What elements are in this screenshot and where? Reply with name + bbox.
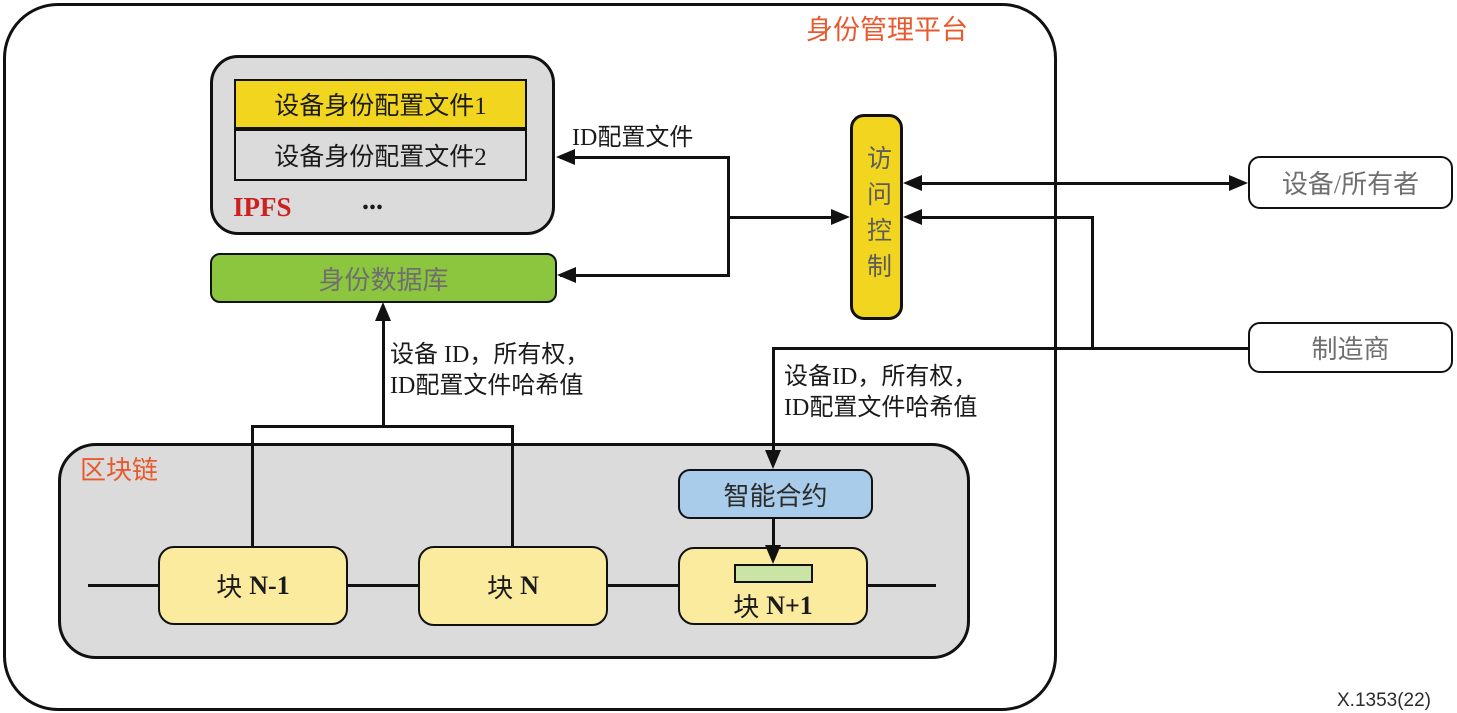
ipfs-ellipsis: ... [362, 185, 383, 216]
chain-line-segment [347, 584, 420, 587]
arrowhead-into-access-control [903, 209, 922, 225]
device-profile-2-box: 设备身份配置文件2 [234, 129, 527, 181]
edge-line [560, 274, 730, 277]
smart-contract-box: 智能合约 [678, 469, 873, 519]
edge-line [772, 347, 1248, 350]
device-profile-1-box: 设备身份配置文件1 [234, 79, 527, 129]
edge-line [560, 156, 730, 159]
block-label-id: N-1 [249, 570, 290, 600]
block-label-cjk: 块 [733, 593, 760, 622]
edge-line [727, 216, 834, 219]
right-hash-label: 设备ID，所有权， ID配置文件哈希值 [784, 362, 977, 424]
arrowhead-into-identity-db-bottom [375, 302, 391, 321]
arrowhead-into-access-control [831, 209, 850, 225]
left-hash-label: 设备 ID，所有权， ID配置文件哈希值 [390, 340, 589, 402]
access-control-label: 访问控制 [863, 145, 891, 289]
right-hash-line2: ID配置文件哈希值 [784, 395, 978, 421]
block-n: 块 N [418, 546, 608, 626]
block-label-id: N [520, 571, 539, 600]
chain-line-segment [88, 584, 160, 587]
blockchain-label: 区块链 [80, 456, 159, 485]
edge-line [919, 182, 1233, 185]
edge-line [919, 216, 1092, 219]
block-n-minus-1: 块 N-1 [158, 546, 348, 625]
edge-line [772, 347, 775, 451]
access-control-box: 访问控制 [850, 114, 903, 320]
id-profile-edge-label: ID配置文件 [572, 125, 694, 151]
arrowhead-into-access-control [903, 175, 922, 191]
arrowhead-into-block-record [765, 545, 781, 564]
arrowhead-into-identity-db [557, 267, 576, 283]
block-label: 块 N+1 [680, 587, 866, 624]
figure-reference: X.1353(22) [1337, 690, 1432, 711]
chain-line-segment [607, 584, 680, 587]
block-label-cjk: 块 [487, 573, 514, 603]
platform-container [3, 3, 1057, 711]
ipfs-label: IPFS [233, 192, 292, 222]
chain-line-segment [866, 584, 936, 587]
edge-line [511, 425, 514, 547]
right-hash-line1: 设备ID，所有权， [784, 364, 978, 390]
arrowhead-into-device-owner [1229, 175, 1248, 191]
arrowhead-into-smart-contract [765, 450, 781, 469]
manufacturer-box: 制造商 [1248, 322, 1453, 373]
block-label-cjk: 块 [216, 573, 243, 602]
left-hash-line2: ID配置文件哈希值 [390, 373, 584, 399]
edge-line [382, 318, 385, 428]
arrowhead-into-ipfs [556, 149, 575, 165]
block-label-id: N+1 [766, 590, 813, 620]
platform-title: 身份管理平台 [806, 15, 968, 45]
edge-line [772, 519, 775, 548]
identity-database-box: 身份数据库 [210, 253, 557, 303]
device-owner-box: 设备/所有者 [1248, 156, 1453, 209]
edge-line [251, 425, 254, 547]
new-record-rect [734, 564, 813, 583]
edge-line [1091, 216, 1094, 349]
left-hash-line1: 设备 ID，所有权， [390, 342, 590, 368]
